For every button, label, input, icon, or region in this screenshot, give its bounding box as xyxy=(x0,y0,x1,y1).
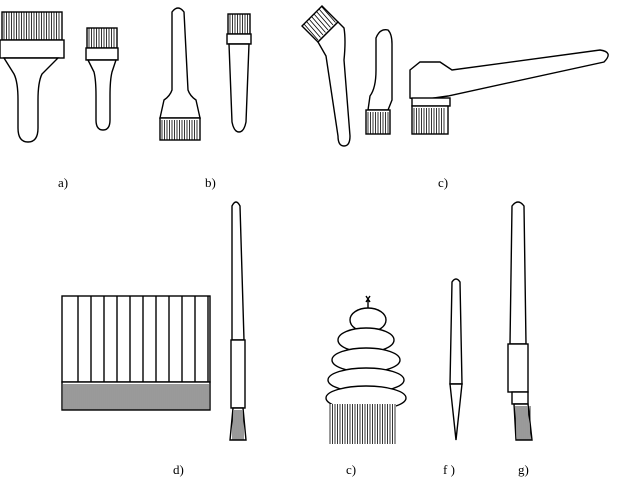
bristle-c1 xyxy=(308,18,324,36)
bristles-g xyxy=(515,406,531,440)
bristle-c1 xyxy=(306,21,321,38)
bristle-c1 xyxy=(303,23,319,41)
label-b: b) xyxy=(205,175,216,190)
pointed-brush xyxy=(449,278,463,441)
bristle-c1 xyxy=(313,13,329,31)
label-f: f ) xyxy=(443,462,455,477)
bristle-c1 xyxy=(311,16,326,33)
bristle-c1 xyxy=(316,11,331,28)
round-detail-brush-d xyxy=(229,201,247,441)
bristles-e-mop xyxy=(329,404,396,444)
label-c: c) xyxy=(438,175,449,190)
label-d: d) xyxy=(173,462,184,477)
bristle-c1 xyxy=(318,8,334,26)
bristles-b-wide xyxy=(161,120,198,140)
bristles-c3 xyxy=(413,108,445,134)
bristles-b-narrow xyxy=(229,14,248,34)
paint-brush-small xyxy=(85,27,119,131)
bristles-a-small xyxy=(88,28,115,48)
label-g: g) xyxy=(518,462,529,477)
angled-brush-1 xyxy=(301,5,351,147)
bristles-a-large xyxy=(3,12,60,40)
paint-brush-large xyxy=(0,11,65,143)
bristles-d-wide xyxy=(63,384,209,410)
bristles-d-round xyxy=(232,410,244,440)
bristle-c1 xyxy=(321,6,336,23)
round-brush-ferrule xyxy=(507,201,533,441)
bristles-c2 xyxy=(367,112,389,134)
label-e: c) xyxy=(346,462,357,477)
mop-brush xyxy=(325,295,407,444)
tapered-brush-wide xyxy=(159,7,201,141)
label-a: a) xyxy=(58,175,69,190)
tapered-brush-narrow xyxy=(226,13,252,133)
long-handle-angled-brush xyxy=(409,49,609,135)
